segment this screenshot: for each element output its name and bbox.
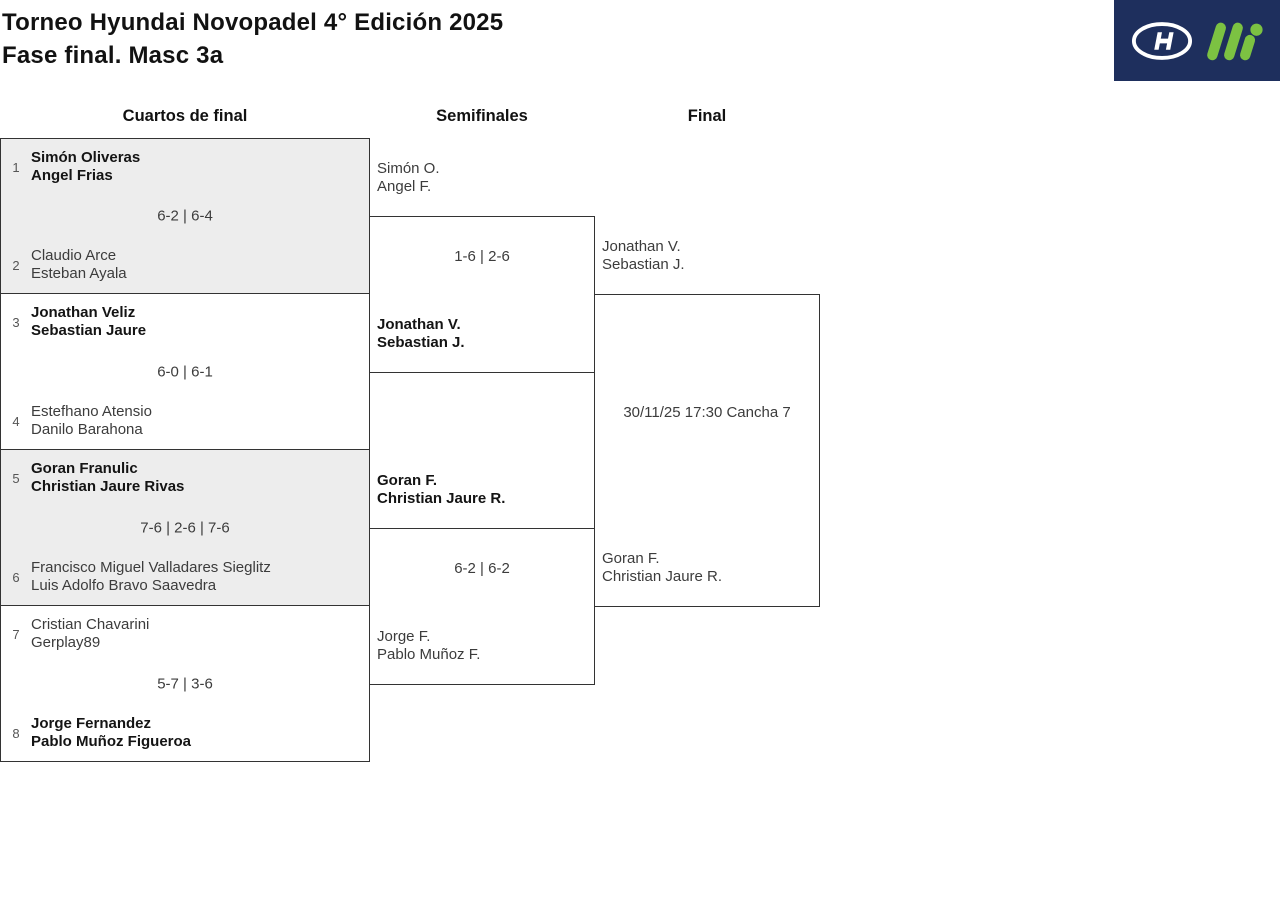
team-row: 7 Cristian Chavarini Gerplay89 (9, 616, 149, 652)
mi-logo-icon (1206, 22, 1263, 60)
player-name: Esteban Ayala (31, 265, 127, 282)
team-row: 1 Simón Oliveras Angel Frias (9, 149, 140, 185)
final-match[interactable] (594, 294, 820, 607)
team-name: Jorge Fernandez Pablo Muñoz Figueroa (31, 715, 191, 751)
player-name: Pablo Muñoz F. (377, 646, 481, 663)
team-row: 4 Estefhano Atensio Danilo Barahona (9, 403, 152, 439)
final-team-top: Jonathan V. Sebastian J. (602, 238, 685, 274)
team-name: Francisco Miguel Valladares Sieglitz Lui… (31, 559, 271, 595)
quarterfinal-match-4[interactable]: 7 Cristian Chavarini Gerplay89 5-7 | 3-6… (0, 606, 370, 762)
team-name: Estefhano Atensio Danilo Barahona (31, 403, 152, 439)
player-name: Pablo Muñoz Figueroa (31, 733, 191, 750)
seed-number: 4 (12, 413, 20, 429)
seed-number: 2 (12, 257, 20, 273)
team-row: 2 Claudio Arce Esteban Ayala (9, 247, 127, 283)
seed-number: 8 (12, 725, 20, 741)
match-score: 6-2 | 6-4 (157, 207, 213, 225)
player-name: Christian Jaure R. (377, 490, 506, 507)
column-header-semifinales: Semifinales (436, 107, 528, 125)
team-name: Claudio Arce Esteban Ayala (31, 247, 127, 283)
seed-number: 5 (12, 470, 20, 486)
player-name: Jorge Fernandez (31, 715, 152, 732)
player-name: Luis Adolfo Bravo Saavedra (31, 577, 217, 594)
match-score: 5-7 | 3-6 (157, 675, 213, 692)
seed-number: 1 (12, 159, 20, 175)
team-name: Simón Oliveras Angel Frias (31, 149, 140, 185)
team-name: Cristian Chavarini Gerplay89 (31, 616, 149, 652)
semifinal-1-team-bottom: Jonathan V. Sebastian J. (377, 316, 465, 352)
player-name: Claudio Arce (31, 247, 117, 264)
final-team-bottom: Goran F. Christian Jaure R. (602, 550, 722, 586)
page-title: Torneo Hyundai Novopadel 4° Edición 2025… (2, 6, 503, 72)
semifinal-1-team-top: Simón O. Angel F. (377, 160, 440, 196)
team-row: 5 Goran Franulic Christian Jaure Rivas (9, 460, 184, 496)
player-name: Angel F. (377, 178, 432, 195)
semifinal-2-score: 6-2 | 6-2 (454, 560, 510, 577)
player-name: Gerplay89 (31, 634, 101, 651)
semifinal-1-score: 1-6 | 2-6 (454, 248, 510, 265)
column-header-cuartos: Cuartos de final (122, 107, 248, 125)
hyundai-logo-icon (1131, 21, 1192, 60)
player-name: Estefhano Atensio (31, 403, 152, 420)
title-line-2: Fase final. Masc 3a (2, 42, 224, 69)
player-name: Sebastian J. (602, 256, 685, 273)
player-name: Goran F. (377, 472, 438, 489)
match-score: 7-6 | 2-6 | 7-6 (140, 519, 230, 536)
team-row: 3 Jonathan Veliz Sebastian Jaure (9, 304, 146, 340)
semifinal-2-team-top: Goran F. Christian Jaure R. (377, 472, 505, 508)
player-name: Simón O. (377, 160, 440, 177)
quarterfinal-match-1[interactable]: 1 Simón Oliveras Angel Frias 6-2 | 6-4 2… (0, 138, 370, 294)
player-name: Cristian Chavarini (31, 616, 150, 633)
semifinal-2-team-bottom: Jorge F. Pablo Muñoz F. (377, 628, 480, 664)
sponsor-logo-band (1114, 0, 1280, 81)
player-name: Goran F. (602, 550, 660, 567)
player-name: Christian Jaure Rivas (31, 478, 185, 495)
seed-number: 6 (12, 569, 20, 585)
player-name: Jonathan V. (602, 238, 681, 255)
player-name: Francisco Miguel Valladares Sieglitz (31, 559, 271, 576)
player-name: Jonathan Veliz (31, 304, 136, 321)
team-name: Goran Franulic Christian Jaure Rivas (31, 460, 184, 496)
player-name: Jorge F. (377, 628, 431, 645)
title-line-1: Torneo Hyundai Novopadel 4° Edición 2025 (2, 9, 504, 36)
team-name: Jonathan Veliz Sebastian Jaure (31, 304, 146, 340)
seed-number: 7 (12, 626, 20, 642)
column-header-final: Final (687, 107, 727, 125)
player-name: Simón Oliveras (31, 149, 141, 166)
player-name: Sebastian Jaure (31, 322, 147, 339)
player-name: Danilo Barahona (31, 421, 143, 438)
player-name: Goran Franulic (31, 460, 138, 477)
team-row: 6 Francisco Miguel Valladares Sieglitz L… (9, 559, 271, 595)
seed-number: 3 (12, 314, 20, 330)
match-score: 6-0 | 6-1 (157, 363, 213, 380)
player-name: Angel Frias (31, 167, 113, 184)
quarterfinal-match-2[interactable]: 3 Jonathan Veliz Sebastian Jaure 6-0 | 6… (0, 294, 370, 450)
final-schedule: 30/11/25 17:30 Cancha 7 (623, 404, 791, 421)
quarterfinal-match-3[interactable]: 5 Goran Franulic Christian Jaure Rivas 7… (0, 450, 370, 606)
team-row: 8 Jorge Fernandez Pablo Muñoz Figueroa (9, 715, 191, 751)
player-name: Sebastian J. (377, 334, 465, 351)
player-name: Jonathan V. (377, 316, 461, 333)
player-name: Christian Jaure R. (602, 568, 723, 585)
